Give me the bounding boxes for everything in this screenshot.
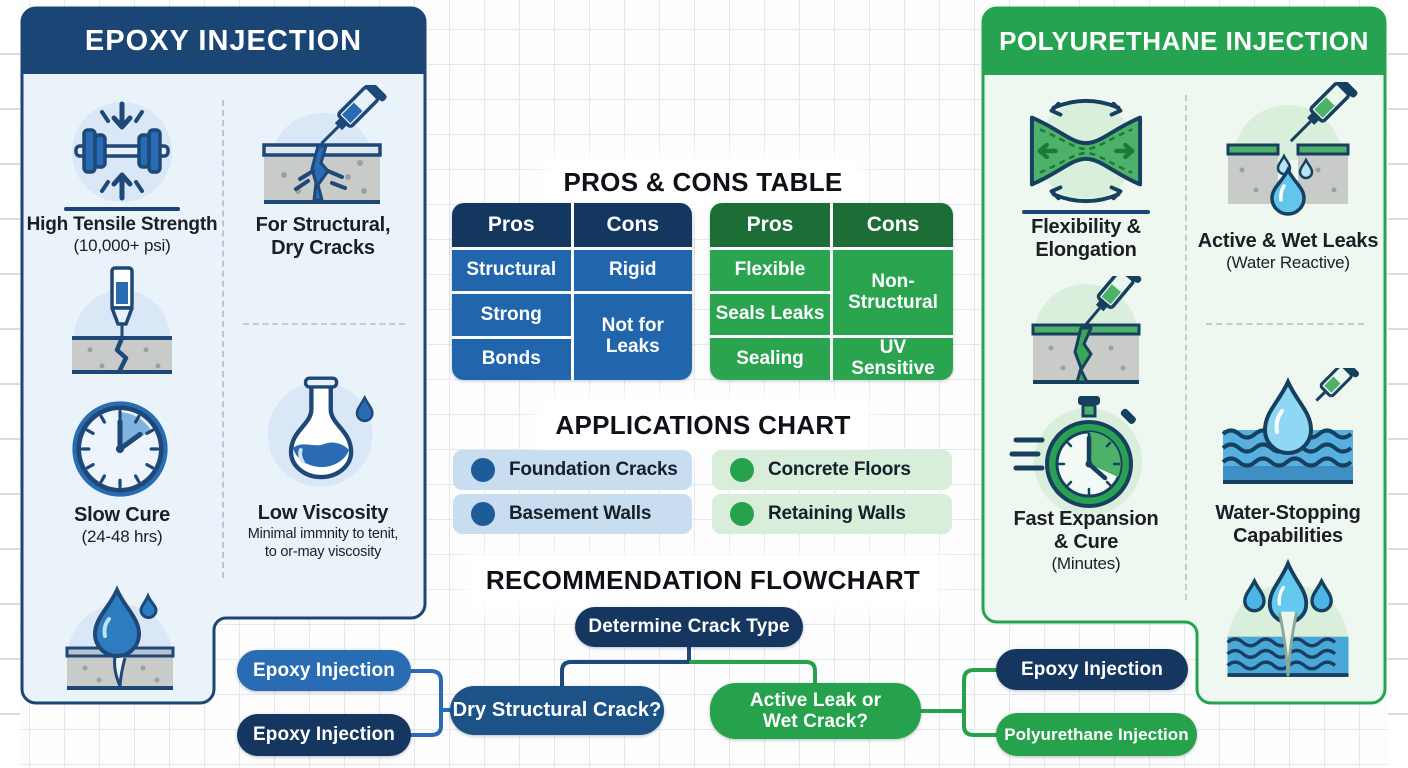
label-line: Flexibility & — [1031, 216, 1141, 238]
bullet-dot-icon — [471, 502, 495, 526]
low-viscosity-label: Low Viscosity Minimal immnity to tenit, … — [233, 502, 413, 561]
table-cell: Non-Structural — [833, 250, 953, 336]
notebook-margin-left — [0, 0, 20, 768]
label-line: & Cure — [1053, 531, 1119, 554]
slow-cure-label: Slow Cure (24-48 hrs) — [40, 504, 204, 547]
structural-cracks-label: For Structural, Dry Cracks — [233, 214, 413, 260]
droplets-waves-icon — [1216, 556, 1360, 700]
table-cell: Structural — [452, 250, 571, 292]
label-line: For Structural, — [255, 214, 391, 236]
label-sub: (10,000+ psi) — [73, 236, 171, 256]
epoxy-row-divider — [243, 323, 405, 325]
bullet-dot-icon — [471, 458, 495, 482]
node-label: Active Leak or — [749, 689, 882, 711]
epoxy-cons-header: Cons — [573, 203, 692, 247]
poly-column-divider — [1185, 95, 1187, 600]
table-cell: Flexible — [710, 250, 830, 292]
application-label: Basement Walls — [509, 503, 652, 524]
poly-pros-cons-table: Pros Cons Flexible Non-Structural Seals … — [710, 203, 953, 380]
syringe-green-crack-icon — [1021, 276, 1151, 396]
table-cell: UV Sensitive — [833, 337, 953, 380]
flex-band-icon — [1011, 92, 1161, 210]
node-label: Epoxy Injection — [253, 659, 395, 681]
label-sub: to or-may viscosity — [264, 544, 382, 561]
label-line: Capabilities — [1233, 525, 1343, 548]
poly-panel-title: POLYURETHANE INJECTION — [999, 26, 1369, 56]
application-label: Foundation Cracks — [509, 459, 678, 480]
bullet-dot-icon — [730, 502, 754, 526]
application-item-basement: Basement Walls — [453, 494, 692, 534]
application-item-retaining: Retaining Walls — [712, 494, 952, 534]
label-line: Dry Cracks — [271, 237, 375, 260]
icon-underline — [64, 207, 180, 211]
label-line: High Tensile Strength — [26, 214, 218, 235]
application-item-floors: Concrete Floors — [712, 450, 952, 490]
node-label: Determine Crack Type — [588, 616, 790, 638]
stopwatch-icon — [1008, 390, 1158, 525]
node-label: Dry Structural Crack? — [452, 699, 662, 722]
flowchart-dry-crack-node: Dry Structural Crack? — [450, 686, 664, 735]
poly-header-bar — [983, 8, 1385, 75]
label-sub: (Water Reactive) — [1226, 253, 1350, 273]
water-drop-syringe-icon — [1213, 368, 1363, 493]
flowchart-answer-epoxy-1: Epoxy Injection — [237, 650, 411, 691]
table-cell: Rigid — [573, 250, 692, 292]
epoxy-pros-header: Pros — [452, 203, 571, 247]
table-cell: Bonds — [452, 338, 571, 380]
flowchart-root-node: Determine Crack Type — [575, 607, 803, 647]
label-line: Elongation — [1035, 239, 1137, 262]
clock-icon — [65, 394, 175, 504]
flowchart-title: RECOMMENDATION FLOWCHART — [477, 564, 929, 597]
poly-pros-header: Pros — [710, 203, 830, 247]
syringe-dry-crack-icon — [252, 85, 392, 230]
droplet-crack-icon — [55, 582, 185, 702]
table-cell: Sealing — [710, 338, 830, 380]
label-line: Water-Stopping — [1215, 502, 1361, 524]
table-cell: Seals Leaks — [710, 294, 830, 336]
epoxy-pros-cons-table: Pros Cons Structural Rigid Strong Not fo… — [452, 203, 692, 380]
epoxy-header-bar — [22, 8, 425, 74]
icon-underline — [1022, 210, 1150, 214]
flowchart-answer-epoxy-3: Epoxy Injection — [996, 649, 1188, 690]
epoxy-panel-title: EPOXY INJECTION — [84, 25, 363, 57]
syringe-wet-crack-icon — [1218, 82, 1358, 232]
application-label: Retaining Walls — [768, 503, 906, 524]
poly-cons-header: Cons — [833, 203, 953, 247]
label-line: Active & Wet Leaks — [1197, 230, 1379, 252]
label-sub: (Minutes) — [1051, 554, 1121, 574]
label-line: Slow Cure — [74, 504, 170, 526]
poly-row-divider — [1206, 323, 1364, 325]
application-item-foundation: Foundation Cracks — [453, 450, 692, 490]
injection-nozzle-icon — [62, 266, 182, 391]
flask-icon — [260, 366, 386, 498]
node-label: Epoxy Injection — [253, 724, 395, 746]
table-cell: Strong — [452, 294, 571, 336]
applications-title: APPLICATIONS CHART — [547, 409, 859, 442]
label-line: Low Viscosity — [257, 502, 389, 524]
application-label: Concrete Floors — [768, 459, 911, 480]
notebook-margin-right — [1388, 0, 1408, 768]
epoxy-column-divider — [222, 100, 224, 578]
tensile-strength-label: High Tensile Strength (10,000+ psi) — [22, 214, 222, 256]
node-label: Wet Crack? — [762, 711, 869, 732]
flowchart-answer-epoxy-2: Epoxy Injection — [237, 714, 411, 756]
water-stopping-label: Water-Stopping Capabilities — [1198, 502, 1378, 548]
dumbbell-icon — [62, 90, 182, 210]
table-cell: Not for Leaks — [573, 294, 692, 380]
flexibility-label: Flexibility & Elongation — [996, 216, 1176, 262]
node-label: Epoxy Injection — [1021, 658, 1163, 680]
flowchart-wet-crack-node: Active Leak or Wet Crack? — [710, 683, 921, 739]
label-sub: (24-48 hrs) — [81, 527, 163, 547]
label-sub: Minimal immnity to tenit, — [247, 526, 399, 543]
fast-expansion-label: Fast Expansion & Cure (Minutes) — [996, 508, 1176, 574]
pros-cons-title: PROS & CONS TABLE — [555, 166, 851, 199]
flowchart-answer-polyurethane: Polyurethane Injection — [996, 713, 1197, 756]
node-label: Polyurethane Injection — [1004, 724, 1189, 744]
bullet-dot-icon — [730, 458, 754, 482]
label-line: Fast Expansion — [1013, 508, 1159, 530]
active-wet-leaks-label: Active & Wet Leaks (Water Reactive) — [1193, 230, 1383, 273]
